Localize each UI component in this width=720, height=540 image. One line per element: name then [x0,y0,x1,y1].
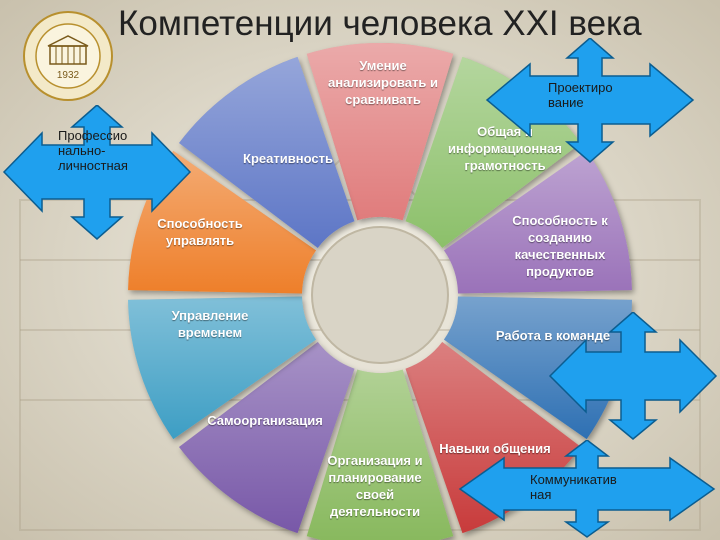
segment-label-communication: Навыки общения [439,441,551,456]
wheel-segment-shine [306,42,454,221]
arrow-text-professional: Профессио нально- личностная [58,128,128,173]
segment-label-analyze: Умение анализировать и сравнивать [328,58,438,107]
four-way-arrow-professional [2,105,192,240]
wheel-segment-shine [179,342,355,534]
four-way-arrow-teamwork [548,312,718,440]
university-emblem-icon: 1932 [23,11,113,101]
four-way-arrow-design [485,38,695,163]
wheel-segment-shine [179,56,355,248]
segment-label-time-management: Управление временем [171,308,249,340]
segment-label-self-organization: Самоорганизация [207,413,323,428]
segment-label-creativity: Креативность [243,151,333,166]
logo-year: 1932 [57,70,80,81]
wheel-segment-shine [306,369,454,540]
segment-label-literacy: Общая и информационная грамотность [448,124,562,173]
four-way-arrow-communicative [458,440,716,538]
segment-label-quality-products: Способность к созданию качественных прод… [512,213,608,279]
wheel-segment-shine [443,150,632,294]
arrow-text-communicative: Коммуникатив ная [530,472,617,502]
wheel-segment-shine [128,296,317,440]
segment-label-planning: Организация и планирование своей деятель… [327,453,423,519]
segment-label-ability-to-manage: Способность управлять [157,216,243,248]
page-title: Компетенции человека XXI века [118,4,642,43]
wheel-center [311,226,449,364]
segment-label-teamwork: Работа в команде [495,328,611,343]
arrow-text-design: Проектиро вание [548,80,613,110]
